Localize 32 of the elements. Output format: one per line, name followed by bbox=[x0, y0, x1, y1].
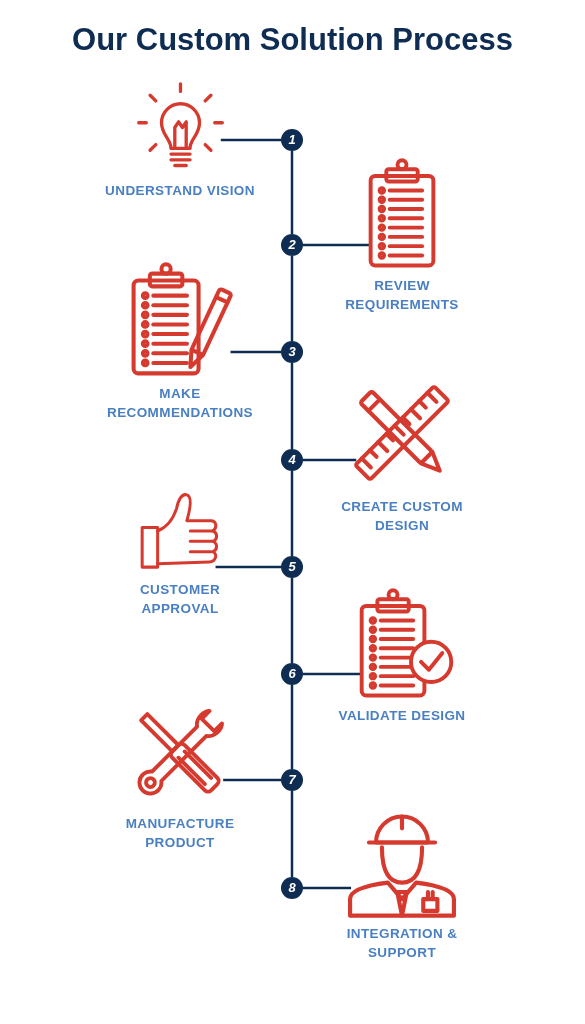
step-label: INTEGRATION & SUPPORT bbox=[345, 925, 459, 962]
connector-line bbox=[220, 138, 281, 142]
step-label: VALIDATE DESIGN bbox=[338, 707, 466, 725]
connector-line bbox=[290, 791, 294, 877]
connector-line bbox=[290, 578, 294, 663]
connector-line bbox=[230, 350, 281, 354]
step-label: REVIEW REQUIREMENTS bbox=[344, 277, 460, 314]
connector-line bbox=[303, 458, 357, 462]
connector-line bbox=[290, 363, 294, 449]
connector-line bbox=[303, 672, 363, 676]
number-badge: 2 bbox=[281, 234, 303, 256]
connector-line bbox=[223, 778, 281, 782]
step-label: MAKE RECOMMENDATIONS bbox=[106, 385, 254, 422]
connector-line bbox=[290, 685, 294, 769]
number-badge: 3 bbox=[281, 341, 303, 363]
step-label: MANUFACTURE PRODUCT bbox=[124, 815, 236, 852]
number-badge: 6 bbox=[281, 663, 303, 685]
connector-line bbox=[290, 471, 294, 556]
number-badge: 5 bbox=[281, 556, 303, 578]
connector-line bbox=[215, 565, 281, 569]
step-label: CREATE CUSTOM DESIGN bbox=[340, 498, 464, 535]
number-badge: 1 bbox=[281, 129, 303, 151]
connector-line bbox=[303, 886, 352, 890]
connector-line bbox=[303, 243, 372, 247]
step-label: CUSTOMER APPROVAL bbox=[138, 581, 222, 618]
connector-line bbox=[290, 151, 294, 234]
number-badge: 4 bbox=[281, 449, 303, 471]
connector-line bbox=[290, 256, 294, 341]
number-badge: 8 bbox=[281, 877, 303, 899]
number-badge: 7 bbox=[281, 769, 303, 791]
title: Our Custom Solution Process bbox=[71, 22, 514, 58]
step-label: UNDERSTAND VISION bbox=[105, 182, 255, 200]
